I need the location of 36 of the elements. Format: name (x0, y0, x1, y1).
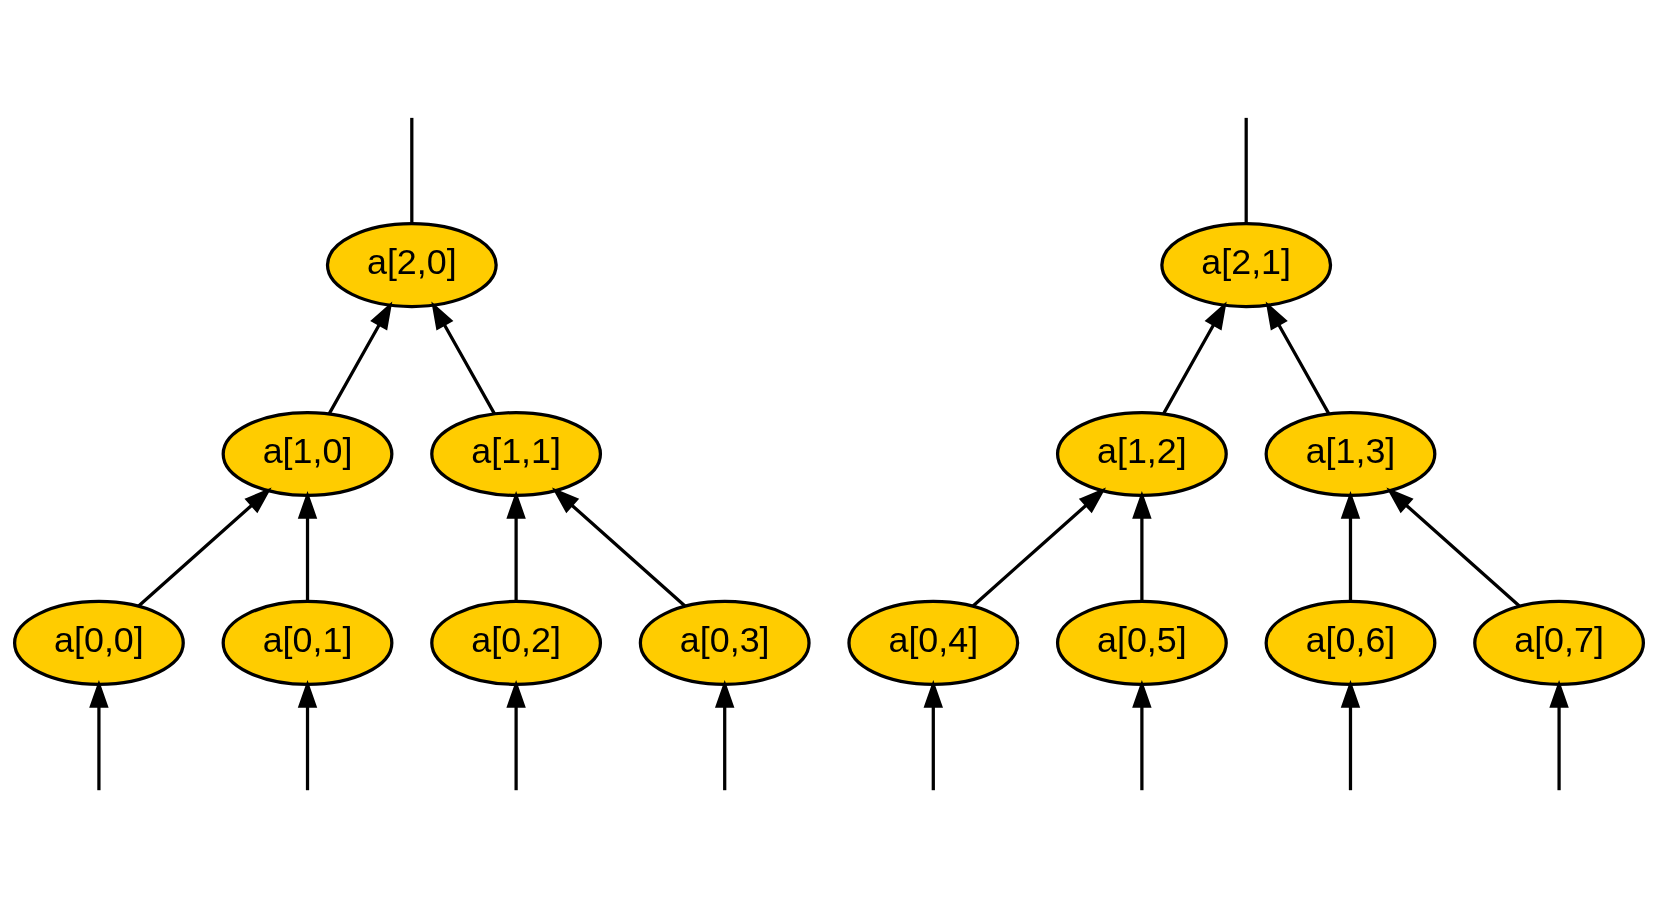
arrow (137, 487, 272, 608)
node-ellipse: a[0,5] (1055, 599, 1228, 686)
node-ellipse: a[0,1] (221, 599, 394, 686)
arrow (1265, 301, 1331, 415)
connector (1244, 117, 1248, 223)
arrow (1340, 679, 1361, 791)
node-ellipse: a[0,0] (13, 599, 185, 686)
arrow (1132, 679, 1152, 791)
arrow (1549, 679, 1569, 791)
node-ellipse: a[0,2] (430, 599, 603, 686)
arrow (1132, 490, 1152, 601)
arrow (923, 679, 943, 791)
arrow (431, 301, 496, 415)
node-ellipse: a[2,1] (1160, 222, 1333, 309)
arrow (506, 679, 526, 791)
node-ellipse: a[0,3] (638, 599, 811, 686)
node-ellipse: a[1,2] (1055, 410, 1228, 498)
arrow (506, 490, 526, 601)
arrow (1340, 490, 1361, 601)
arrow (715, 679, 735, 791)
node-ellipse: a[1,3] (1264, 410, 1437, 498)
node-ellipse: a[0,4] (847, 599, 1020, 686)
node-ellipse: a[1,0] (221, 410, 394, 498)
arrow (1162, 301, 1227, 415)
connector (410, 117, 414, 223)
node-ellipse: a[2,0] (325, 222, 498, 309)
arrow (327, 301, 393, 415)
arrow (1386, 487, 1521, 608)
arrow (971, 487, 1106, 608)
arrow (89, 679, 109, 791)
node-ellipse: a[1,1] (430, 410, 603, 498)
node-ellipse: a[0,6] (1264, 599, 1437, 686)
node-ellipse: a[0,7] (1473, 599, 1646, 686)
arrow (552, 487, 687, 608)
arrow (297, 490, 318, 601)
arrow (297, 679, 318, 791)
